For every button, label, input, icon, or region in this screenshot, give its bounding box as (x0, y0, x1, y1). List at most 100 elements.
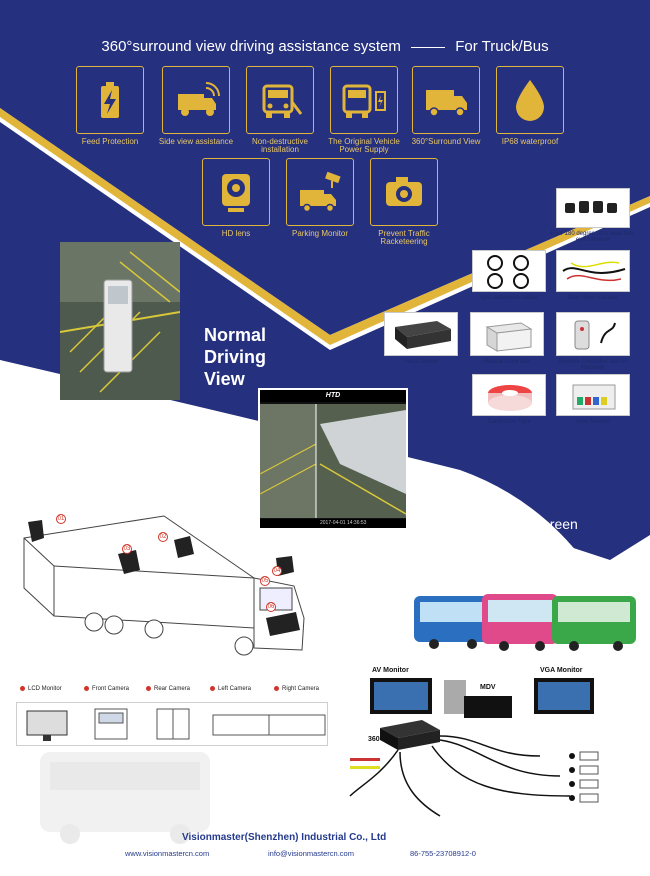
truck-wrench-icon (262, 84, 303, 118)
product-label: Host Device (404, 359, 438, 365)
caption-line: Normal (204, 325, 267, 345)
product-label: Neutral Color Box (483, 359, 531, 365)
callout-badge: 01 (56, 514, 66, 524)
camera-lens-icon (222, 174, 250, 212)
page-header: 360°surround view driving assistance sys… (0, 38, 650, 55)
legend-item: Right Camera (274, 686, 319, 692)
product-label: Remote Controller and IR Receiver (558, 359, 628, 371)
side-view-image (260, 404, 406, 518)
product-wire-harness (556, 250, 630, 292)
normal-view-caption: Normal Driving View (204, 324, 266, 390)
caption-line: will switch left/right screen (416, 516, 578, 532)
feature-label: HD lens (221, 229, 251, 238)
footer-email[interactable]: info@visionmastercn.com (268, 849, 354, 858)
legend-dot (146, 686, 151, 691)
indicate-caption: Indicate left/right will switch left/rig… (416, 500, 578, 532)
birdseye-road-image (59, 242, 181, 400)
legend-dot (84, 686, 89, 691)
tape-roll-icon (488, 385, 532, 411)
page-title: 360°surround view driving assistance sys… (101, 38, 401, 55)
screen-brand: HTD (260, 390, 406, 402)
feature-label: The Original Vehicle Power Supply (328, 137, 400, 154)
product-color-box (470, 312, 544, 356)
caption-line: View (204, 369, 245, 389)
feature-label: IP68 waterproof (501, 137, 559, 146)
legend-dot (274, 686, 279, 691)
feature-non-destructive (246, 66, 314, 134)
legend-label: Right Camera (282, 686, 320, 693)
caption-line: Driving (204, 347, 267, 367)
footer-website[interactable]: www.visionmastercn.com (125, 849, 210, 858)
fisheye-camera-icon (565, 201, 617, 213)
legend-item: Left Camera (210, 686, 251, 692)
feature-hd-lens (202, 158, 270, 226)
callout-badge: 03 (122, 544, 132, 554)
product-label: User Manual (575, 419, 610, 425)
legend-item: Rear Camera (146, 686, 190, 692)
title-divider (411, 46, 446, 48)
bus-watermark (40, 752, 210, 844)
product-label: Main Wire Harness (567, 295, 619, 301)
battery-icon (101, 82, 119, 118)
product-label: Four 180 degree ultra wide fish-eye came… (550, 231, 636, 243)
side-view-screen: HTD 2017-04-01 14:36:53 (258, 388, 408, 530)
product-host-device (384, 312, 458, 356)
legend-label: LCD Monitor (28, 686, 62, 693)
birdseye-view-photo (59, 242, 181, 400)
callout-badge: 05 (260, 576, 270, 586)
cable-icon (487, 255, 529, 289)
legend-item: Front Camera (84, 686, 129, 692)
harness-icon (562, 261, 626, 282)
box-icon (485, 322, 533, 352)
legend-diagram-row (16, 702, 328, 746)
feature-label: 360°Surround View (411, 137, 481, 146)
wiring-diagram (349, 678, 599, 817)
callout-badge: 06 (266, 602, 276, 612)
legend-dot (20, 686, 25, 691)
footer-company: Visionmaster(Shenzhen) Industrial Co., L… (182, 832, 387, 843)
truck-battery-icon (342, 84, 386, 118)
product-label: 4pcs extension cables (479, 295, 539, 301)
feature-parking-monitor (286, 158, 354, 226)
feature-label: Non-destructive installation (251, 137, 309, 154)
legend-dot (210, 686, 215, 691)
remote-control-icon (574, 320, 616, 350)
feature-surround-view (412, 66, 480, 134)
product-extension-cables (472, 250, 546, 292)
feature-label: Feed Protection (81, 137, 139, 146)
mdv-label: MDV (480, 684, 496, 691)
dvr-label: 360 (368, 736, 380, 743)
product-user-manual (556, 374, 630, 416)
legend-illustrations (26, 708, 326, 741)
callout-badge: 02 (158, 532, 168, 542)
manual-icon (572, 384, 616, 410)
feature-side-view (162, 66, 230, 134)
truck-icon (426, 90, 467, 117)
feature-prevent-racketeering (370, 158, 438, 226)
bus-photos (414, 594, 636, 651)
legend-label: Front Camera (92, 686, 130, 693)
callout-badge: 04 (272, 566, 282, 576)
product-calibration-tape (472, 374, 546, 416)
feature-label: Side view assistance (158, 137, 234, 146)
host-device-icon (395, 321, 451, 349)
feature-label: Parking Monitor (291, 229, 349, 238)
av-monitor-label: AV Monitor (372, 667, 409, 674)
product-cameras (556, 188, 630, 228)
screen-timestamp: 2017-04-01 14:36:53 (260, 519, 406, 528)
page-subtitle: For Truck/Bus (455, 38, 549, 55)
feature-feed-protection (76, 66, 144, 134)
truck-wifi-icon (178, 82, 220, 116)
photo-camera-icon (386, 177, 422, 206)
legend-label: Left Camera (218, 686, 252, 693)
feature-power-supply (330, 66, 398, 134)
product-label: Calibration Tape (487, 419, 531, 425)
caption-line: Indicate left/right (416, 500, 519, 516)
legend-item: LCD Monitor (20, 686, 62, 692)
legend-label: Rear Camera (154, 686, 191, 693)
truck-diagram (23, 515, 305, 656)
water-drop-icon (516, 80, 544, 121)
vga-monitor-label: VGA Monitor (540, 667, 583, 674)
truck-cctv-icon (300, 171, 341, 213)
feature-waterproof (496, 66, 564, 134)
